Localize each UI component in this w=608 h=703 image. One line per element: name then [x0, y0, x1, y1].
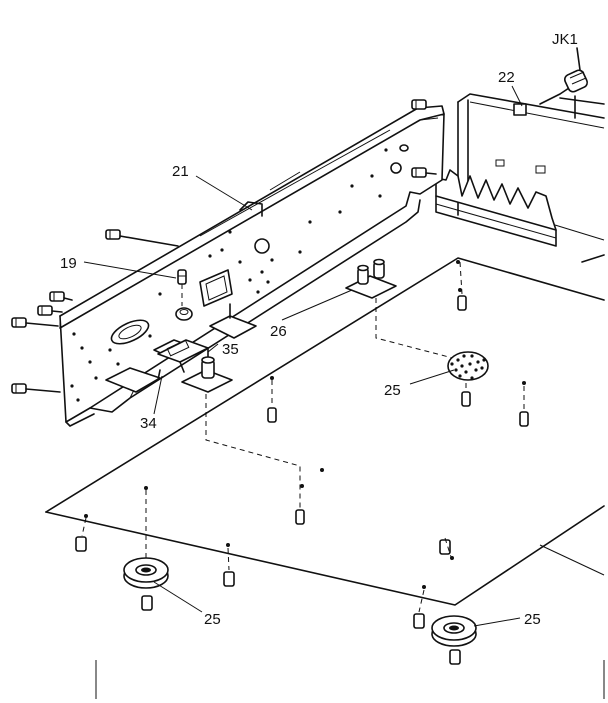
foot-25-right — [431, 615, 477, 647]
part-26-mount-rear — [345, 258, 397, 299]
terminal-strip-bracket — [435, 169, 557, 247]
leader-lines — [83, 85, 605, 699]
screws-under-plate — [75, 261, 529, 665]
callout-jk1: JK1 — [552, 31, 578, 48]
callout-34: 34 — [140, 415, 157, 432]
callout-22: 22 — [498, 69, 515, 86]
foot-25-center — [447, 351, 489, 381]
callout-21: 21 — [172, 163, 189, 180]
front-side-frame — [59, 105, 445, 427]
rear-chassis-wall — [457, 93, 605, 263]
jk1-connector — [539, 47, 605, 119]
callout-19: 19 — [60, 255, 77, 272]
callout-25-left: 25 — [204, 611, 221, 628]
part-26-mount-front — [181, 356, 233, 393]
callout-25-center: 25 — [384, 382, 401, 399]
callout-35: 35 — [222, 341, 239, 358]
alignment-lines — [145, 298, 469, 560]
bottom-plate — [45, 257, 605, 606]
foot-25-left — [123, 557, 169, 589]
screws-left — [11, 99, 437, 394]
callout-26: 26 — [270, 323, 287, 340]
part-19-post — [175, 269, 193, 321]
callout-25-right: 25 — [524, 611, 541, 628]
